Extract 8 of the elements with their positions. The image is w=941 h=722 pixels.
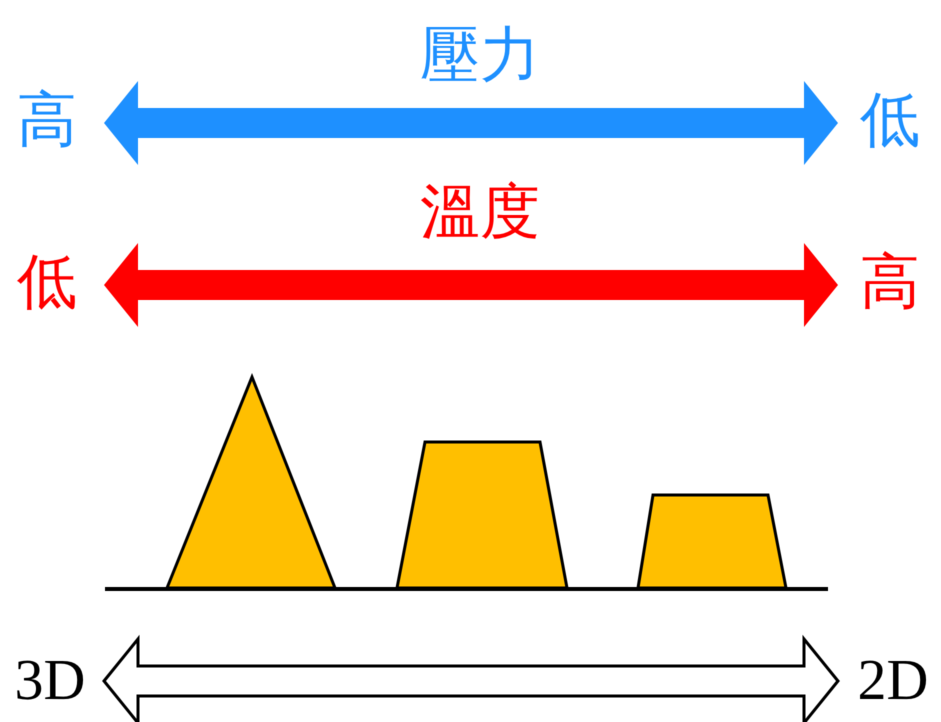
scale-end-label: 低 — [17, 252, 77, 312]
scale-title: 溫度 — [420, 182, 540, 242]
scale-end-label: 高 — [860, 252, 920, 312]
scale-end-label: 2D — [858, 651, 928, 709]
scale-end-label: 3D — [14, 651, 86, 709]
scale-title: 壓力 — [420, 25, 540, 85]
scale-end-label: 高 — [17, 90, 77, 150]
scale-end-label: 低 — [860, 90, 920, 150]
